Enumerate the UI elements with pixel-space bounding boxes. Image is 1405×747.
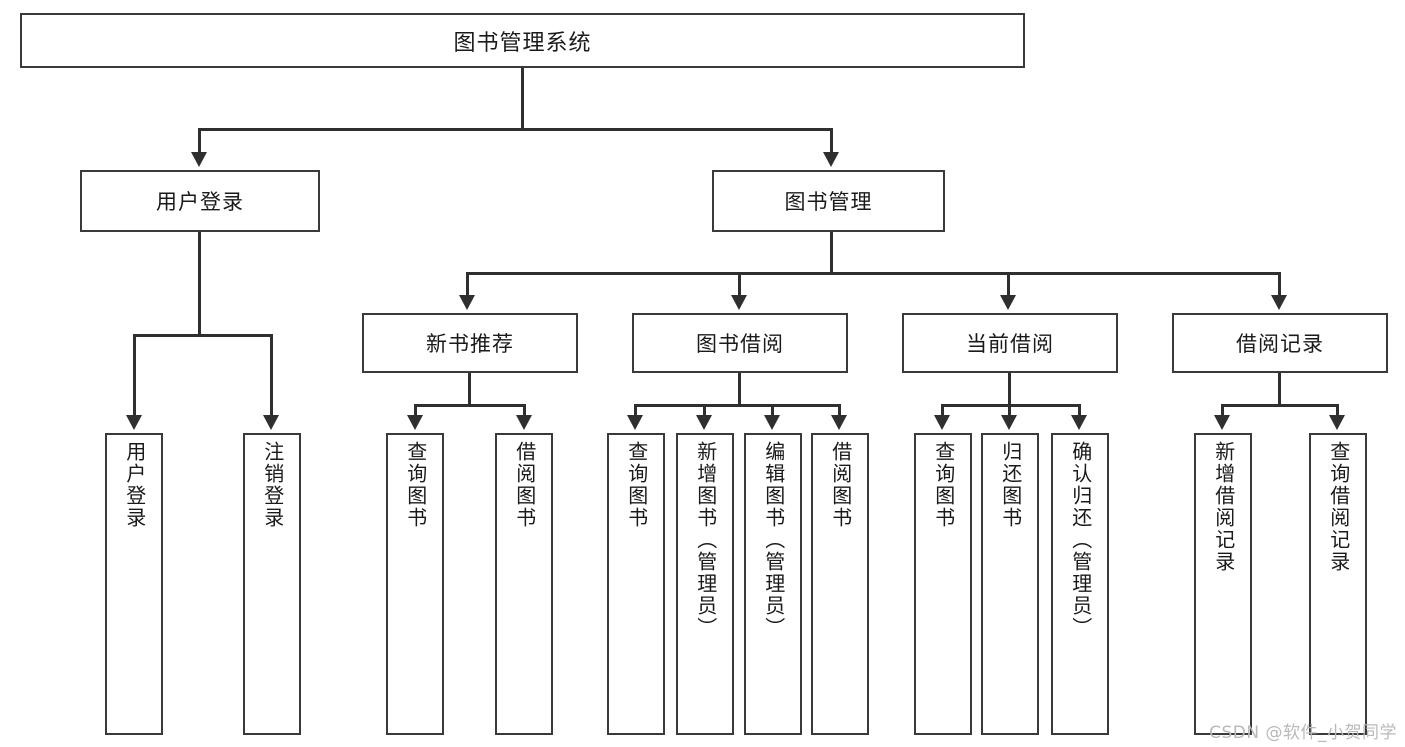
node-label: 借阅记录 <box>1236 332 1324 356</box>
arrowhead-book-management <box>823 152 839 167</box>
connector-drop-book-borrow <box>738 272 741 298</box>
arrowhead-leaf-query-book-2 <box>627 415 643 430</box>
connector-drop-new-book-recommend <box>466 272 469 298</box>
node-label: 用户登录 <box>122 441 147 529</box>
node-label: 新增图书（管理员） <box>693 441 718 639</box>
connector-level2-bus <box>198 128 833 131</box>
node-label: 查询图书 <box>403 441 428 529</box>
connector-new-book-recommend-bus <box>414 404 526 407</box>
connector-drop-leaf-query-book-2 <box>634 404 637 418</box>
arrowhead-leaf-edit-book <box>764 415 780 430</box>
node-user-login[interactable]: 用户登录 <box>80 170 320 232</box>
connector-drop-leaf-query-book-3 <box>941 404 944 418</box>
arrowhead-leaf-confirm-return <box>1071 415 1087 430</box>
arrowhead-leaf-query-borrow-record <box>1329 415 1345 430</box>
connector-user-login-bus <box>133 334 273 337</box>
connector-drop-leaf-add-book <box>703 404 706 418</box>
node-leaf-edit-book[interactable]: 编辑图书（管理员） <box>744 433 802 735</box>
connector-book-management-stem <box>830 232 833 274</box>
arrowhead-leaf-user-login <box>126 415 142 430</box>
node-new-book-recommend[interactable]: 新书推荐 <box>362 313 578 373</box>
connector-drop-leaf-query-borrow-record <box>1336 404 1339 418</box>
connector-drop-borrow-record <box>1278 272 1281 298</box>
node-leaf-return-book[interactable]: 归还图书 <box>981 433 1039 735</box>
node-label: 注销登录 <box>260 441 285 529</box>
connector-drop-leaf-borrow-book-1 <box>523 404 526 418</box>
node-label: 查询图书 <box>931 441 956 529</box>
connector-book-borrow-stem <box>738 373 741 406</box>
node-label: 图书管理系统 <box>453 30 592 56</box>
node-leaf-borrow-book-1[interactable]: 借阅图书 <box>495 433 553 735</box>
connector-borrow-record-bus <box>1221 404 1339 407</box>
connector-new-book-recommend-stem <box>468 373 471 406</box>
node-borrow-record[interactable]: 借阅记录 <box>1172 313 1388 373</box>
connector-drop-leaf-return-book <box>1008 404 1011 418</box>
node-book-management[interactable]: 图书管理 <box>712 170 945 232</box>
arrowhead-leaf-query-book-1 <box>407 415 423 430</box>
arrowhead-leaf-add-book <box>696 415 712 430</box>
node-label: 新增借阅记录 <box>1211 441 1236 573</box>
arrowhead-leaf-borrow-book-2 <box>831 415 847 430</box>
arrowhead-leaf-query-book-3 <box>934 415 950 430</box>
node-leaf-query-book-1[interactable]: 查询图书 <box>386 433 444 735</box>
node-book-borrow[interactable]: 图书借阅 <box>632 313 848 373</box>
connector-borrow-record-stem <box>1278 373 1281 406</box>
connector-root-stem <box>521 68 524 130</box>
node-label: 查询图书 <box>624 441 649 529</box>
node-leaf-logout-login[interactable]: 注销登录 <box>243 433 301 735</box>
arrowhead-user-login <box>191 152 207 167</box>
node-label: 当前借阅 <box>966 332 1054 356</box>
arrowhead-leaf-borrow-book-1 <box>516 415 532 430</box>
node-label: 确认归还（管理员） <box>1068 441 1093 639</box>
node-label: 用户登录 <box>156 190 244 214</box>
connector-current-borrow-stem <box>1008 373 1011 406</box>
node-leaf-add-book[interactable]: 新增图书（管理员） <box>676 433 734 735</box>
node-label: 借阅图书 <box>828 441 853 529</box>
connector-drop-leaf-user-login <box>133 334 136 418</box>
node-current-borrow[interactable]: 当前借阅 <box>902 313 1118 373</box>
node-label: 查询借阅记录 <box>1326 441 1351 573</box>
connector-drop-leaf-logout-login <box>270 334 273 418</box>
arrowhead-book-borrow <box>731 295 747 310</box>
connector-drop-current-borrow <box>1007 272 1010 298</box>
connector-drop-leaf-borrow-book-2 <box>838 404 841 418</box>
arrowhead-borrow-record <box>1271 295 1287 310</box>
node-label: 图书借阅 <box>696 332 784 356</box>
node-label: 编辑图书（管理员） <box>761 441 786 639</box>
node-label: 归还图书 <box>998 441 1023 529</box>
node-label: 借阅图书 <box>512 441 537 529</box>
connector-drop-user-login <box>198 128 201 155</box>
connector-drop-leaf-query-book-1 <box>414 404 417 418</box>
node-label: 新书推荐 <box>426 332 514 356</box>
arrowhead-current-borrow <box>1000 295 1016 310</box>
arrowhead-leaf-return-book <box>1001 415 1017 430</box>
node-leaf-add-borrow-record[interactable]: 新增借阅记录 <box>1194 433 1252 735</box>
node-leaf-user-login[interactable]: 用户登录 <box>105 433 163 735</box>
node-leaf-query-borrow-record[interactable]: 查询借阅记录 <box>1309 433 1367 735</box>
connector-level3-bus <box>466 272 1281 275</box>
node-root-system[interactable]: 图书管理系统 <box>20 13 1025 68</box>
arrowhead-leaf-add-borrow-record <box>1214 415 1230 430</box>
connector-drop-leaf-add-borrow-record <box>1221 404 1224 418</box>
connector-current-borrow-bus <box>941 404 1081 407</box>
connector-drop-leaf-confirm-return <box>1078 404 1081 418</box>
arrowhead-new-book-recommend <box>459 295 475 310</box>
connector-user-login-stem <box>198 232 201 336</box>
connector-drop-leaf-edit-book <box>771 404 774 418</box>
node-leaf-query-book-3[interactable]: 查询图书 <box>914 433 972 735</box>
node-leaf-confirm-return[interactable]: 确认归还（管理员） <box>1051 433 1109 735</box>
arrowhead-leaf-logout-login <box>263 415 279 430</box>
node-leaf-query-book-2[interactable]: 查询图书 <box>607 433 665 735</box>
connector-drop-book-management <box>830 128 833 155</box>
node-leaf-borrow-book-2[interactable]: 借阅图书 <box>811 433 869 735</box>
node-label: 图书管理 <box>784 190 873 214</box>
connector-book-borrow-bus <box>634 404 841 407</box>
csdn-watermark: CSDN @软件_小贺同学 <box>1209 723 1397 743</box>
